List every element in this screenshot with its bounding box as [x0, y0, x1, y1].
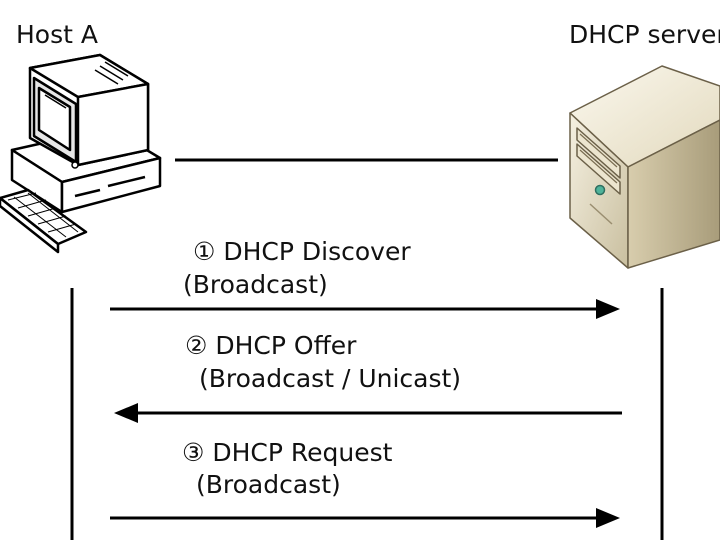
message-mode-request: (Broadcast) [196, 470, 341, 499]
host-title: Host A [16, 20, 98, 49]
message-label-discover: ① DHCP Discover [193, 239, 411, 264]
message-arrow-discover [110, 299, 620, 319]
message-label-offer: ② DHCP Offer [185, 333, 356, 358]
tower-server-icon [569, 65, 720, 269]
step-number: ① [193, 237, 216, 266]
message-mode-discover: (Broadcast) [183, 270, 328, 299]
message-label-request: ③ DHCP Request [182, 440, 392, 465]
desktop-computer-icon [0, 53, 162, 254]
step-number: ③ [182, 438, 205, 467]
step-number: ② [185, 331, 208, 360]
message-arrow-offer [114, 403, 622, 423]
server-title: DHCP server [569, 20, 720, 49]
message-mode-offer: (Broadcast / Unicast) [199, 364, 462, 393]
message-arrow-request [110, 508, 620, 528]
message-name: DHCP Request [212, 438, 393, 467]
message-name: DHCP Discover [223, 237, 411, 266]
message-name: DHCP Offer [215, 331, 357, 360]
